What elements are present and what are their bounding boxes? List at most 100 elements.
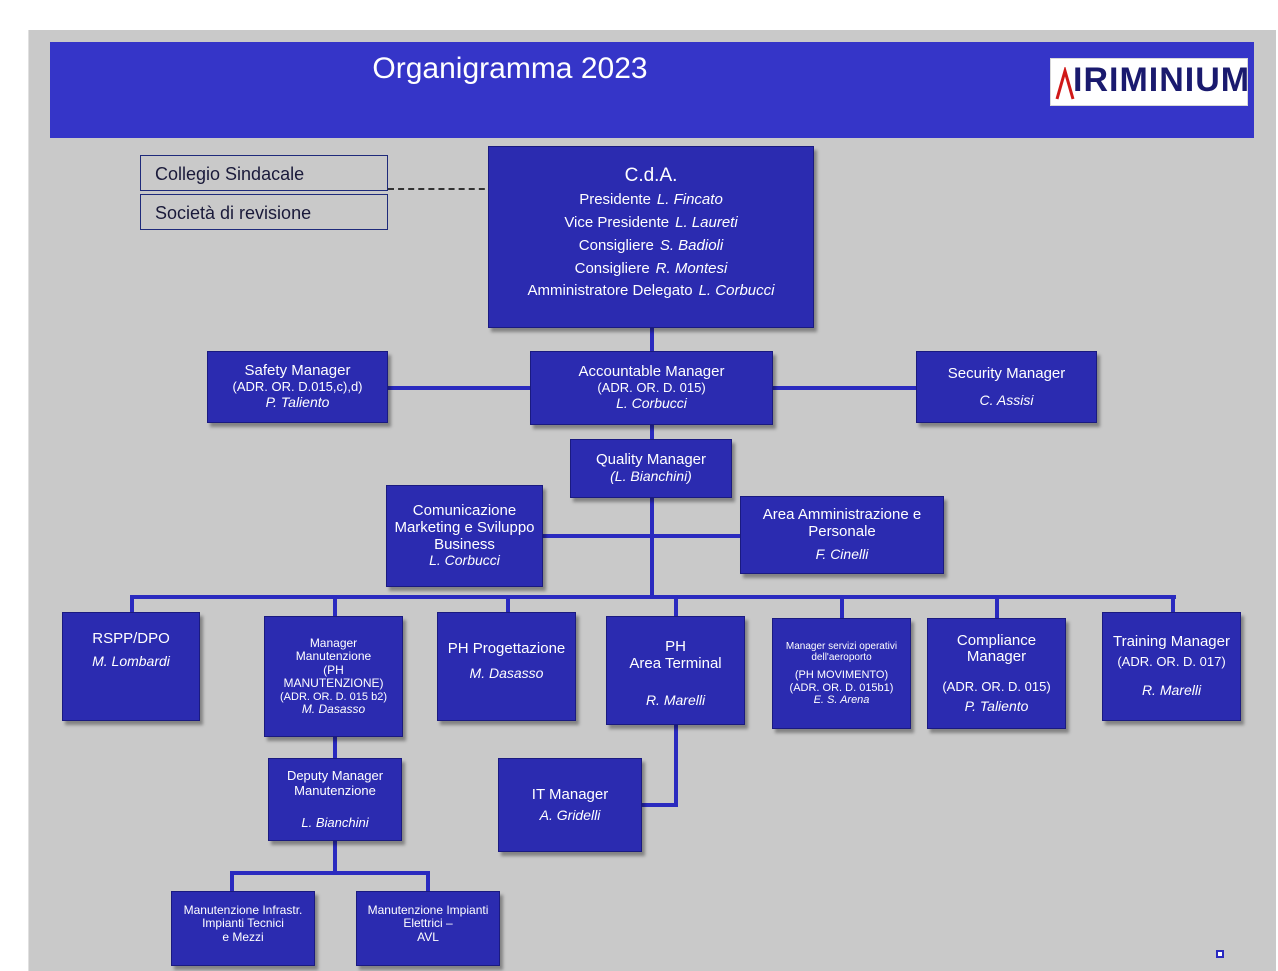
node-name-line: (PH MOVIMENTO)	[794, 669, 889, 682]
node-ref: (ADR. OR. D. 015)	[597, 380, 706, 396]
deputy-manager-box: Deputy Manager Manutenzione L. Bianchini	[268, 758, 402, 841]
node-name-line: Compliance	[956, 631, 1037, 649]
connector-deputy	[333, 737, 337, 759]
node-name: Quality Manager	[595, 451, 707, 469]
connector-bus	[130, 595, 1176, 599]
member-person: S. Badioli	[659, 236, 724, 254]
accountable-manager-box: Accountable Manager (ADR. OR. D. 015) L.…	[530, 351, 773, 425]
member-role: Presidente	[579, 191, 651, 209]
amministrazione-box: Area Amministrazione e Personale F. Cine…	[740, 496, 944, 574]
node-name-line: Manager	[309, 635, 358, 650]
node-ref: (ADR. OR. D.015,c),d)	[232, 379, 363, 395]
rspp-dpo-box: RSPP/DPO M. Lombardi	[62, 612, 200, 721]
member-person: L. Fincato	[656, 191, 723, 209]
node-person: R. Marelli	[645, 691, 706, 708]
connector-it-vertical	[674, 725, 678, 807]
company-logo: IRIMINIUM	[1050, 58, 1251, 106]
node-name-line: Manutenzione Impianti	[367, 903, 489, 917]
cda-box: C.d.A. Presidente L. Fincato Vice Preside…	[488, 146, 814, 328]
node-person: L. Bianchini	[301, 815, 369, 831]
cda-member: Presidente L. Fincato	[579, 191, 723, 209]
node-name-line: AVL	[417, 929, 439, 944]
manager-servizi-operativi-box: Manager servizi operativi dell'aeroporto…	[772, 618, 911, 729]
societa-revisione-box: Società di revisione	[140, 194, 388, 230]
node-name-line: Comunicazione	[412, 501, 517, 519]
cda-member: Amministratore Delegato L. Corbucci	[528, 283, 775, 300]
member-role: Consigliere	[574, 259, 650, 277]
connector-manutenzione	[333, 595, 337, 617]
societa-revisione-label: Società di revisione	[155, 203, 312, 223]
logo-mark-icon	[1055, 67, 1075, 100]
connector-infrastr	[230, 871, 234, 891]
node-name-line: Area Amministrazione e	[762, 506, 922, 524]
node-name-line: PH	[665, 638, 686, 655]
member-person: L. Laureti	[675, 214, 738, 232]
node-name: PH Progettazione	[447, 640, 566, 657]
connector-main-vertical	[650, 425, 654, 599]
connector-elettrici	[426, 871, 430, 891]
slide-marker-icon	[1216, 950, 1224, 958]
member-role: Vice Presidente	[564, 214, 670, 232]
comunicazione-box: Comunicazione Marketing e Sviluppo Busin…	[386, 485, 543, 587]
node-person: (L. Bianchini)	[610, 468, 692, 485]
node-name: Safety Manager	[244, 362, 351, 380]
security-manager-box: Security Manager C. Assisi	[916, 351, 1097, 423]
node-person: C. Assisi	[979, 391, 1034, 408]
node-ref: (ADR. OR. D. 015 b2)	[280, 690, 387, 703]
node-name-line: Personale	[808, 523, 876, 541]
connector-training	[1171, 595, 1175, 613]
member-role: Amministratore Delegato	[527, 282, 693, 300]
it-manager-box: IT Manager A. Gridelli	[498, 758, 642, 852]
connector-rspp	[130, 595, 134, 613]
safety-manager-box: Safety Manager (ADR. OR. D.015,c),d) P. …	[207, 351, 388, 423]
ph-progettazione-box: PH Progettazione M. Dasasso	[437, 612, 576, 721]
cda-member: Consigliere S. Badioli	[578, 236, 724, 255]
compliance-manager-box: Compliance Manager (ADR. OR. D. 015) P. …	[927, 618, 1066, 729]
connector-terminal	[674, 595, 678, 617]
connector-sub-bus	[230, 871, 430, 875]
node-name-line: Elettrici –	[403, 916, 453, 931]
node-person: E. S. Arena	[813, 693, 870, 706]
connector-staff	[542, 534, 742, 538]
member-person: L. Corbucci	[698, 282, 775, 300]
connector-sub-vertical	[333, 840, 337, 874]
node-person: M. Lombardi	[92, 652, 170, 669]
connector-security	[772, 386, 916, 390]
manager-manutenzione-box: Manager Manutenzione (PH MANUTENZIONE) (…	[264, 616, 403, 737]
node-name-line: Manager	[966, 648, 1027, 666]
connector-safety	[388, 386, 532, 390]
connector-cda-accountable	[650, 328, 654, 352]
node-person: M. Dasasso	[469, 664, 544, 681]
node-person: R. Marelli	[1141, 682, 1202, 699]
node-name-line: (PH	[323, 662, 344, 677]
connector-it-horizontal	[642, 803, 678, 807]
logo-text: IRIMINIUM	[1073, 61, 1251, 99]
node-name: Accountable Manager	[578, 363, 725, 381]
node-ref: (ADR. OR. D. 017)	[1117, 653, 1226, 669]
node-name-line: e Mezzi	[222, 929, 264, 944]
node-name-line: Marketing e Sviluppo	[394, 518, 535, 536]
node-name-line: Manutenzione Infrastr.	[183, 903, 303, 917]
node-name-line: Manutenzione	[295, 649, 372, 664]
node-ref: (ADR. OR. D. 015)	[942, 679, 1051, 695]
collegio-sindacale-box: Collegio Sindacale	[140, 155, 388, 191]
node-person: P. Taliento	[265, 393, 330, 410]
node-person: L. Corbucci	[616, 394, 687, 411]
node-person: A. Gridelli	[539, 806, 601, 823]
member-role: Consigliere	[578, 236, 654, 254]
node-name-line: MANUTENZIONE)	[283, 676, 384, 691]
node-person: L. Corbucci	[429, 552, 500, 569]
node-name-line: Impianti Tecnici	[202, 916, 284, 931]
ph-area-terminal-box: PH Area Terminal R. Marelli	[606, 616, 745, 725]
node-person: P. Taliento	[964, 697, 1029, 714]
cda-title: C.d.A.	[624, 165, 678, 186]
cda-member: Vice Presidente L. Laureti	[564, 214, 738, 232]
node-name-line: Deputy Manager	[286, 768, 384, 783]
connector-compliance	[995, 595, 999, 619]
node-person: M. Dasasso	[301, 701, 366, 716]
node-name: RSPP/DPO	[92, 630, 170, 647]
page-title: Organigramma 2023	[372, 52, 648, 85]
connector-progettazione	[506, 595, 510, 613]
collegio-sindacale-label: Collegio Sindacale	[155, 164, 305, 184]
